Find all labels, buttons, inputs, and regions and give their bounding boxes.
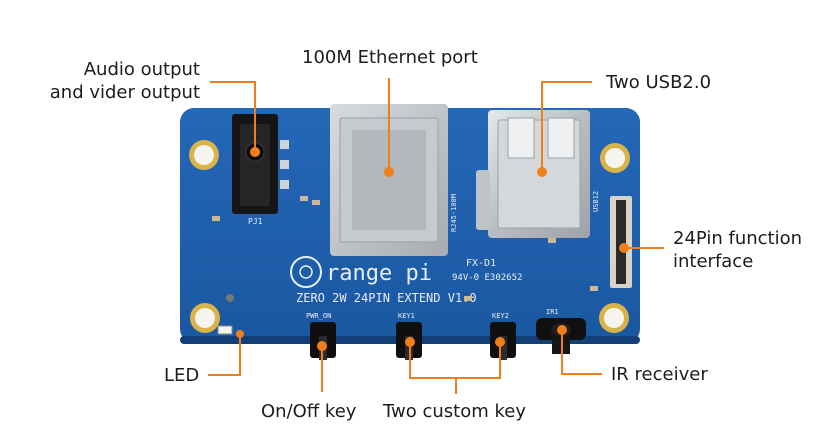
- callout-lines: [208, 78, 664, 394]
- led: [217, 294, 234, 335]
- smd-components: [212, 196, 598, 301]
- mounting-hole: [599, 303, 629, 333]
- key1-silkscreen: KEY1: [398, 312, 415, 320]
- rj45-silkscreen: RJ45-100M: [450, 194, 458, 232]
- custom-label: Two custom key: [383, 401, 526, 422]
- cert-silkscreen: 94V-0 E302652: [452, 273, 522, 283]
- fpc-connector: [610, 196, 632, 288]
- usb12-silkscreen: USB12: [592, 191, 600, 212]
- usb-callout-line: [541, 81, 592, 170]
- led-label: LED: [164, 365, 200, 386]
- orange-pi-logo: [290, 256, 322, 288]
- audio-dot: [250, 147, 260, 157]
- expansion-board: PJ1 RJ45-100M USB12 range pi ZERO 2W: [180, 104, 640, 360]
- ir1-silkscreen: IR1: [546, 308, 559, 316]
- ethernet-label: 100M Ethernet port: [302, 47, 478, 68]
- model-silkscreen: ZERO 2W 24PIN EXTEND V1.0: [296, 291, 477, 305]
- pin24-dot: [619, 243, 629, 253]
- callout-dots: [236, 147, 629, 351]
- onoff-label: On/Off key: [261, 401, 357, 422]
- key2-dot: [495, 337, 505, 347]
- ir-dot: [557, 325, 567, 335]
- ethernet-dot: [384, 167, 394, 177]
- pj1-silkscreen: PJ1: [248, 217, 263, 226]
- led-dot: [236, 330, 244, 338]
- custom-callout-line: [409, 342, 501, 379]
- pwr-on-silkscreen: PWR_ON: [306, 312, 331, 320]
- led-callout-line: [208, 334, 241, 376]
- fx-silkscreen: FX-D1: [466, 258, 496, 269]
- key1-dot: [405, 337, 415, 347]
- ir-callout-line: [561, 330, 602, 375]
- audio-callout-line: [210, 81, 256, 152]
- usb-label: Two USB2.0: [606, 72, 712, 93]
- ir-label: IR receiver: [611, 364, 708, 385]
- mounting-hole: [190, 303, 220, 333]
- brand-silkscreen: range pi: [326, 261, 432, 286]
- onoff-dot: [317, 341, 327, 351]
- usb-port: [476, 110, 590, 238]
- mounting-hole: [189, 140, 219, 170]
- key2-silkscreen: KEY2: [492, 312, 509, 320]
- usb-dot: [537, 167, 547, 177]
- mounting-hole: [600, 143, 630, 173]
